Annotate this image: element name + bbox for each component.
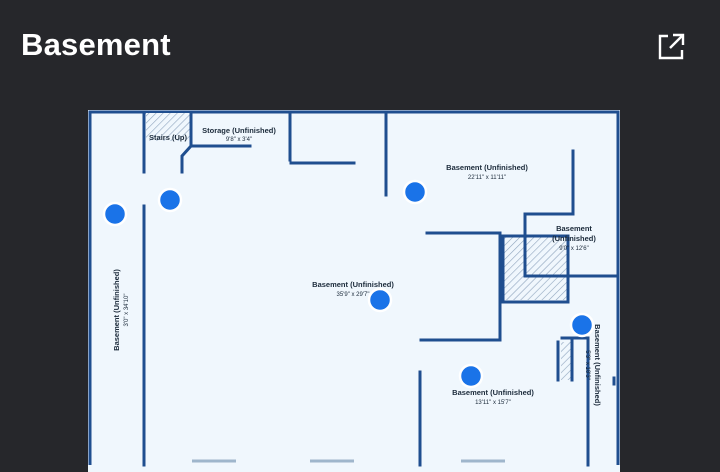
room-dims-basement-e: 9'0" x 12'6"	[559, 246, 589, 252]
room-label-basement-s: Basement (Unfinished)	[452, 388, 534, 397]
open-external-button[interactable]	[654, 30, 688, 64]
room-label-stairs: Stairs (Up)	[149, 133, 187, 142]
small-hatch	[561, 342, 571, 380]
room-dims-basement-s: 13'11" x 15'7"	[475, 400, 511, 406]
room-label-basement-e-b: (Unfinished)	[552, 234, 596, 243]
room-dims-basement-se: 5'3" x 18'3"	[584, 350, 590, 380]
room-label-basement-w: Basement (Unfinished)	[112, 269, 121, 351]
room-dims-storage: 9'8" x 3'4"	[226, 137, 252, 143]
room-label-basement-main: Basement (Unfinished)	[312, 280, 394, 289]
external-link-icon	[658, 33, 685, 60]
stairs-hatch	[146, 113, 191, 141]
viewpoint-dot[interactable]	[458, 363, 484, 389]
room-label-basement-ne: Basement (Unfinished)	[446, 163, 528, 172]
outer-walls	[88, 110, 620, 465]
room-dims-basement-main: 35'9" x 29'7"	[337, 292, 370, 298]
stair-area-hatch	[503, 236, 568, 300]
room-dims-basement-ne: 22'11" x 11'11"	[468, 175, 506, 181]
room-label-storage: Storage (Unfinished)	[202, 126, 276, 135]
page-title: Basement	[21, 27, 171, 62]
viewpoint-markers	[102, 179, 595, 389]
floorplan-drawing: Stairs (Up) Storage (Unfinished) 9'8" x …	[88, 110, 620, 472]
room-label-basement-e-a: Basement	[556, 224, 592, 233]
viewpoint-dot[interactable]	[367, 287, 393, 313]
viewpoint-dot[interactable]	[102, 201, 128, 227]
viewpoint-dot[interactable]	[157, 187, 183, 213]
viewpoint-dot[interactable]	[569, 312, 595, 338]
room-dims-basement-w: 3'0" x 34'10"	[124, 294, 130, 327]
floorplan: Stairs (Up) Storage (Unfinished) 9'8" x …	[88, 110, 620, 472]
interior-walls	[142, 110, 620, 467]
room-label-basement-se: Basement (Unfinished)	[593, 324, 602, 406]
viewpoint-dot[interactable]	[402, 179, 428, 205]
